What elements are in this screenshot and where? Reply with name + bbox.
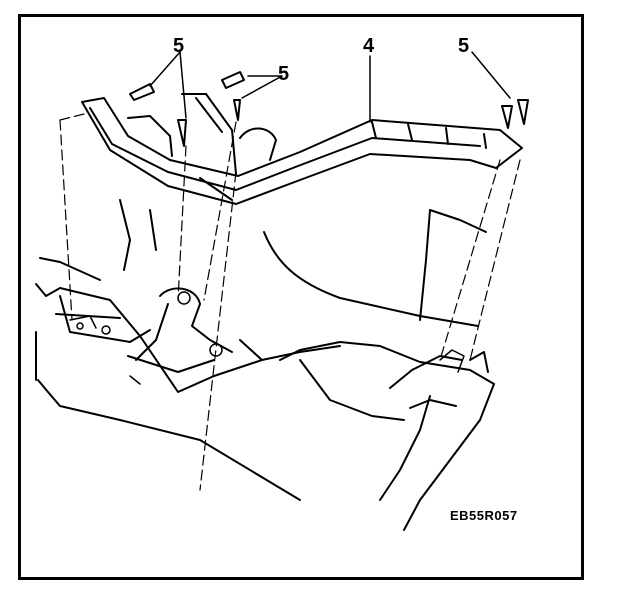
leader-lines — [149, 51, 511, 123]
alignment-lines — [59, 113, 521, 491]
console-bracket — [81, 93, 523, 205]
callout-label: 5 — [173, 35, 185, 57]
callout-label: 5 — [278, 63, 290, 85]
mechanism-details — [69, 291, 465, 385]
callout-label: 5 — [458, 35, 470, 57]
callout-label: 4 — [363, 35, 375, 57]
figure-code: EB55R057 — [450, 508, 518, 523]
screw-icon — [129, 71, 529, 147]
console-body — [35, 199, 495, 531]
diagram-frame — [18, 14, 584, 580]
